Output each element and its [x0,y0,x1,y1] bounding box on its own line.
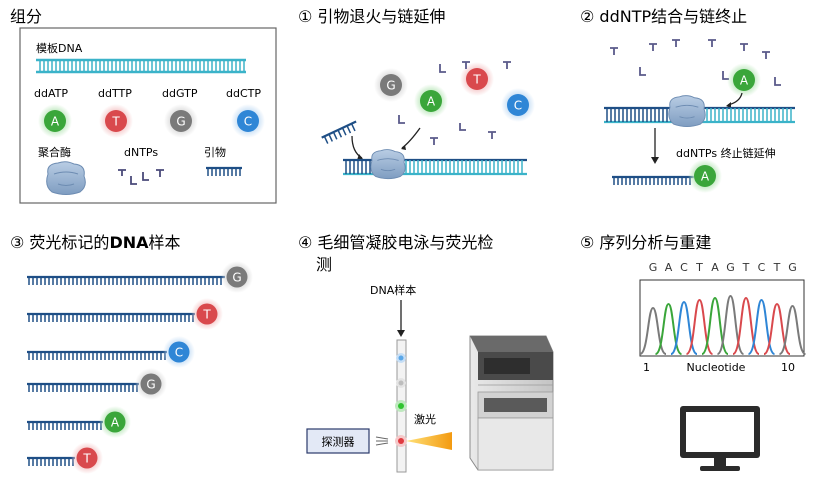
sequence-base: G [649,261,658,274]
ddatp-label: ddATP [34,87,68,100]
detector-emission [375,436,389,446]
x-axis-end: 10 [781,361,795,374]
dntps-label: dNTPs [124,146,158,159]
sequence-base: C [680,261,688,274]
svg-text:G: G [176,115,185,129]
step1-arrow-primer [351,135,363,159]
ddgtp-nucleotide: G [164,104,198,138]
svg-text:A: A [427,95,436,109]
svg-text:A: A [740,74,749,88]
sequence-base: G [788,261,797,274]
svg-text:C: C [514,99,522,113]
svg-text:T: T [111,115,120,129]
sequence-base: A [711,261,719,274]
x-axis-label: Nucleotide [687,361,746,374]
step1-free-a: A [414,84,448,118]
step1-primer [321,120,357,144]
dna-sample-label: DNA样本 [370,283,416,297]
fragment-5: A [27,406,131,438]
fragment-4: G [27,368,167,400]
polymerase-icon [46,161,86,195]
fragment-label: T [202,308,211,322]
template-dna-label: 模板DNA [36,41,83,55]
ddgtp-label: ddGTP [162,87,198,100]
fragment-2: T [27,298,223,330]
step3-panel: ③ 荧光标记的DNA样本 G T C G A T [10,233,253,474]
ddttp-nucleotide: T [99,104,133,138]
step1-dntps [398,61,511,145]
step4-title-line2: 测 [316,255,332,274]
step1-polymerase [370,149,406,180]
fragment-label: G [232,271,241,285]
svg-text:C: C [244,115,252,129]
x-axis-start: 1 [643,361,650,374]
step3-title: ③ 荧光标记的DNA样本 [10,233,181,252]
laser-beam [406,432,452,450]
chromatogram-peaks [639,294,807,355]
step2-title: ② ddNTP结合与链终止 [580,7,747,26]
step1-free-g: G [374,68,408,102]
svg-text:G: G [386,79,395,93]
components-panel: 组分 模板DNA ddATP ddTTP ddGTP ddCTP A T G C [10,7,277,204]
step1-free-t: T [460,62,494,96]
detector-box [306,428,370,454]
step2-terminated-strand: A [612,159,722,193]
dntps-icon [118,169,164,185]
step4-title-line1: ④ 毛细管凝胶电泳与荧光检 [298,233,493,252]
svg-text:A: A [51,115,60,129]
step1-arrow-enzyme [401,127,421,149]
fragment-label: G [146,378,155,392]
ddctp-label: ddCTP [226,87,261,100]
components-title: 组分 [10,7,42,26]
sequencer-machine-icon [469,335,554,471]
sequence-base: T [742,261,750,274]
sequence-base: C [758,261,766,274]
capillary-bands [395,353,407,447]
fragment-label: T [82,452,91,466]
template-dna-strand [36,58,246,74]
step2-panel: ② ddNTP结合与链终止 A ddNTPs 终止链延伸 A [580,7,795,193]
ddctp-nucleotide: C [231,104,265,138]
detector-label: 探测器 [322,436,355,449]
sequence-base: T [773,261,781,274]
fragment-3: C [27,336,195,368]
step5-title: ⑤ 序列分析与重建 [580,233,711,252]
svg-text:T: T [472,73,481,87]
step4-panel: ④ 毛细管凝胶电泳与荧光检 测 DNA样本 激光 探测器 [298,233,554,473]
sequence-base: T [695,261,703,274]
polymerase-label: 聚合酶 [38,145,71,159]
fragment-label: A [111,416,120,430]
sequence-base: G [726,261,735,274]
fragment-1: G [27,261,253,293]
ddatp-nucleotide: A [38,104,72,138]
computer-monitor-icon [680,406,760,471]
step1-free-c: C [501,88,535,122]
primer-icon [206,166,242,176]
svg-text:A: A [701,170,710,184]
sequence-base: A [665,261,673,274]
fragment-label: C [175,346,183,360]
step1-panel: ① 引物退火与链延伸 G A T C [298,7,535,180]
primer-label: 引物 [204,145,226,159]
step2-polymerase [668,95,706,128]
peak-G [778,304,807,355]
step2-annotation: ddNTPs 终止链延伸 [676,146,776,160]
ddttp-label: ddTTP [98,87,132,100]
step1-title: ① 引物退火与链延伸 [298,7,445,26]
step2-free-a: A [727,63,761,97]
fragment-6: T [27,442,103,474]
step2-dntps [610,39,781,86]
laser-label: 激光 [414,412,436,426]
